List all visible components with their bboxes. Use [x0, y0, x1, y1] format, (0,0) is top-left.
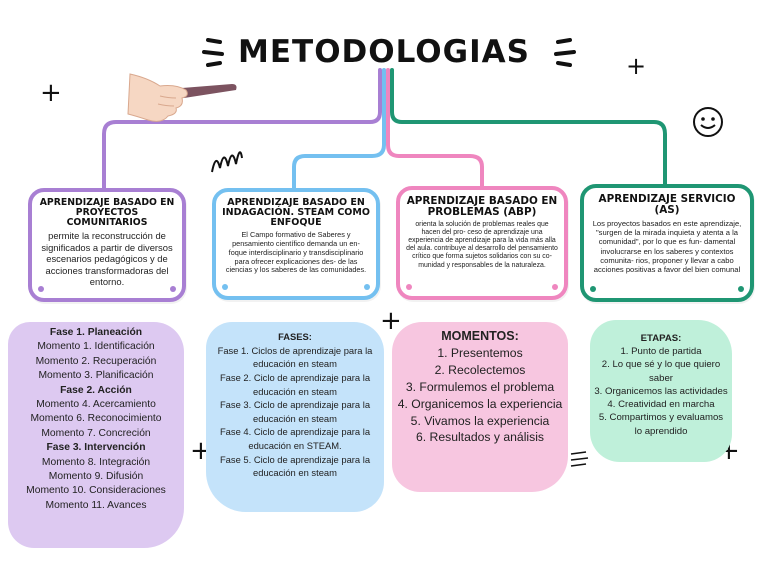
list-item: 4. Organicemos la experiencia: [397, 396, 563, 411]
card-title: APRENDIZAJE BASADO EN PROYECTOS COMUNITA…: [39, 197, 175, 228]
list-item: 2. Lo que sé y lo que quiero saber: [601, 359, 721, 384]
page-title: METODOLOGIAS: [238, 34, 530, 70]
list-item: Momento 8. Integración: [41, 456, 151, 468]
card-indagacion-steam: APRENDIZAJE BASADO EN INDAGACIÓN. STEAM …: [212, 188, 380, 300]
list-item: 1. Punto de partida: [620, 346, 702, 358]
list-item: 3. Organicemos las actividades: [594, 385, 728, 397]
list-item: Fase 3. Intervención: [46, 442, 146, 454]
list-item: 4. Creatividad en marcha: [607, 399, 715, 411]
plus-icon: +: [380, 306, 402, 336]
card-description: El Campo formativo de Saberes y pensamie…: [225, 229, 367, 275]
card-dot: [364, 284, 370, 290]
hand-holding-pen-icon: [127, 73, 237, 122]
list-item: 3. Formulemos el problema: [405, 379, 555, 394]
smiley-icon: [693, 107, 723, 137]
list-item: Fase 1. Ciclos de aprendizaje para la ed…: [217, 344, 373, 370]
list-item: Momento 9. Difusión: [48, 471, 144, 483]
list-item: 5. Vivamos la experiencia: [410, 413, 550, 428]
list-item: Momento 10. Consideraciones: [26, 485, 166, 497]
list-item: Fase 3. Ciclo de aprendizaje para la edu…: [219, 399, 371, 424]
title-dash-right-icon: [554, 38, 576, 67]
list-item: Fase 5. Ciclo de aprendizaje para la edu…: [219, 453, 371, 479]
title-dash-left-icon: [202, 38, 224, 67]
list-item: Momento 3. Planificación: [38, 370, 154, 382]
list-heading: ETAPAS:: [640, 333, 682, 344]
list-item: 2. Recolectemos: [434, 363, 526, 378]
card-description: permite la reconstrucción de significado…: [41, 230, 173, 288]
card-dot: [738, 286, 744, 292]
card-title: APRENDIZAJE SERVICIO (AS): [598, 193, 736, 216]
card-dot: [406, 284, 412, 290]
list-item: Fase 2. Acción: [60, 384, 132, 396]
card-aprendizaje-servicio: APRENDIZAJE SERVICIO (AS) Los proyectos …: [580, 184, 754, 302]
scribble-icon: [570, 451, 589, 467]
list-item: Momento 1. Identificación: [37, 341, 155, 353]
card-description: orienta la solución de problemas reales …: [406, 220, 558, 269]
card-dot: [170, 286, 176, 292]
list-item: 5. Compartimos y evaluamos lo aprendido: [598, 412, 724, 437]
list-item: 6. Resultados y análisis: [415, 430, 545, 445]
card-proyectos-comunitarios: APRENDIZAJE BASADO EN PROYECTOS COMUNITA…: [28, 188, 186, 302]
card-description: Los proyectos basados en este aprendizaj…: [592, 218, 742, 275]
card-dot: [590, 286, 596, 292]
card-problemas-abp: APRENDIZAJE BASADO EN PROBLEMAS (ABP) or…: [396, 186, 568, 300]
card-dot: [38, 286, 44, 292]
card-title: APRENDIZAJE BASADO EN INDAGACIÓN. STEAM …: [222, 197, 370, 228]
list-item: Fase 1. Planeación: [49, 327, 143, 338]
card-dot: [552, 284, 558, 290]
list-heading: FASES:: [278, 331, 312, 342]
plus-icon: +: [40, 78, 62, 108]
card-title: APRENDIZAJE BASADO EN PROBLEMAS (ABP): [406, 195, 558, 218]
list-item: Momento 7. Concreción: [41, 427, 151, 439]
list-item: Fase 4. Ciclo de aprendizaje para la edu…: [219, 426, 371, 451]
list-item: Momento 6. Reconocimiento: [30, 413, 162, 425]
scribble-icon: [211, 151, 243, 173]
card-dot: [222, 284, 228, 290]
list-heading: MOMENTOS:: [441, 329, 519, 343]
connector-purple: [102, 68, 382, 194]
list-item: Momento 4. Acercamiento: [36, 399, 156, 411]
list-item: Fase 2. Ciclo de aprendizaje para la edu…: [219, 371, 371, 397]
list-item: Momento 11. Avances: [45, 499, 147, 511]
list-fases-steam: FASES: Fase 1. Ciclos de aprendizaje par…: [206, 322, 384, 512]
connector-green: [390, 68, 667, 190]
connector-pink: [386, 68, 484, 194]
connector-blue: [292, 68, 386, 195]
plus-icon: +: [626, 52, 647, 80]
list-item: Momento 2. Recuperación: [35, 355, 157, 367]
list-item: 1. Presentemos: [437, 346, 523, 361]
